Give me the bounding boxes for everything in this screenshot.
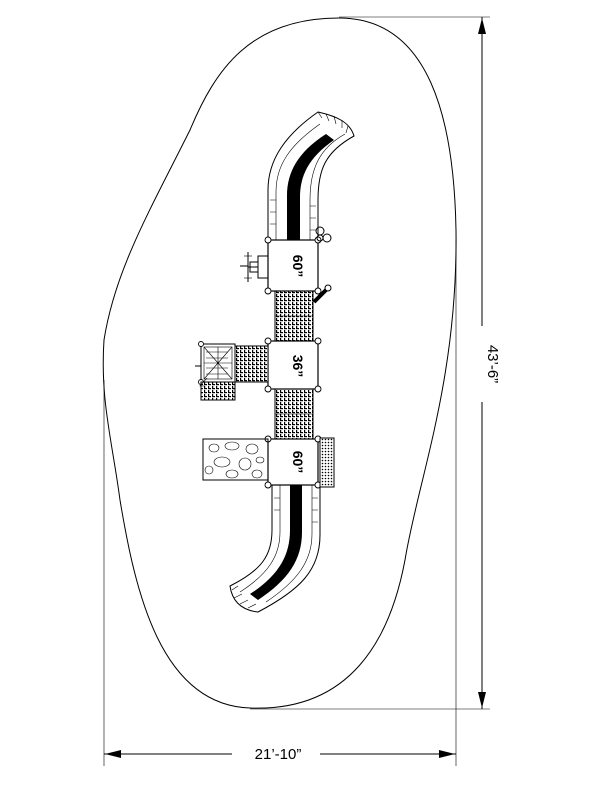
- deck-bottom: 60”: [267, 438, 319, 486]
- deck-bottom-label: 60”: [290, 451, 306, 474]
- deck-top: 60”: [267, 239, 319, 292]
- deck-middle: 36”: [267, 340, 319, 390]
- width-label: 21’-10”: [255, 746, 302, 763]
- deck-middle-label: 36”: [290, 355, 306, 378]
- climber-left: [195, 341, 269, 401]
- bottom-slide: [229, 485, 321, 613]
- rock-climbing-wall: [202, 438, 269, 481]
- rings: [315, 226, 332, 243]
- width-dimension: 21’-10”: [103, 240, 457, 766]
- side-panel-right: [319, 437, 335, 488]
- deck-top-label: 60”: [290, 255, 306, 278]
- deck-posts: [264, 236, 322, 489]
- height-dimension: 43’-6”: [250, 16, 501, 710]
- height-label: 43’-6”: [484, 345, 501, 383]
- telescope: [312, 284, 332, 304]
- steering-wheel-panel: [240, 252, 269, 282]
- top-slide: [267, 111, 355, 240]
